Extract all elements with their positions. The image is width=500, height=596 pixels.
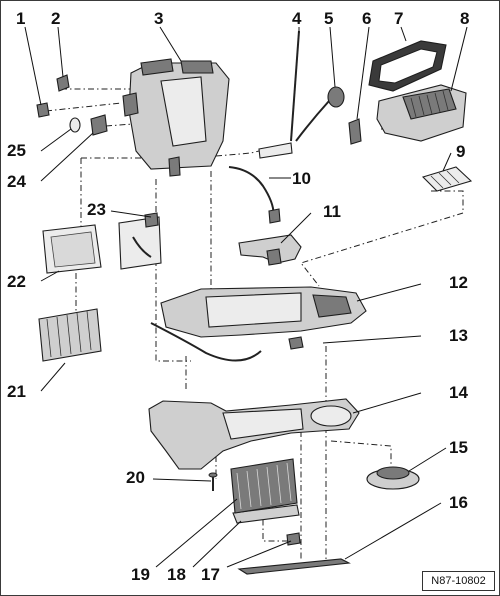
part-8-filter-housing bbox=[376, 84, 467, 142]
callout-5: 5 bbox=[324, 9, 333, 28]
callout-23: 23 bbox=[87, 200, 106, 219]
callout-4: 4 bbox=[292, 9, 302, 28]
part-19-heat-exchanger bbox=[230, 458, 298, 514]
part-22-cover bbox=[42, 224, 102, 274]
part-21-evaporator bbox=[38, 308, 102, 362]
part-6-connector bbox=[348, 118, 362, 145]
part-5-temperature-sensor bbox=[295, 86, 345, 142]
callout-18: 18 bbox=[167, 565, 186, 584]
part-11-bracket bbox=[238, 234, 302, 266]
part-23-module bbox=[118, 212, 162, 270]
callout-11: 11 bbox=[323, 202, 341, 221]
part-12-distribution-housing bbox=[150, 286, 367, 362]
callout-15: 15 bbox=[449, 438, 468, 457]
part-4-sensor-cable bbox=[258, 30, 300, 159]
part-14-lower-housing bbox=[148, 398, 360, 470]
callout-25: 25 bbox=[7, 141, 26, 160]
callout-2: 2 bbox=[51, 9, 60, 28]
callout-6: 6 bbox=[362, 9, 371, 28]
callout-7: 7 bbox=[394, 9, 403, 28]
callout-9: 9 bbox=[456, 142, 465, 161]
figure-reference-label: N87-10802 bbox=[422, 571, 495, 591]
callout-19: 19 bbox=[131, 565, 150, 584]
part-9-dust-filter bbox=[421, 166, 473, 192]
callout-21: 21 bbox=[7, 382, 26, 401]
figure-reference-text: N87-10802 bbox=[431, 575, 486, 587]
part-16-seal-strip bbox=[237, 558, 351, 575]
callout-8: 8 bbox=[460, 9, 469, 28]
leader-lines bbox=[24, 26, 468, 568]
part-1-clip bbox=[36, 102, 50, 118]
callout-22: 22 bbox=[7, 272, 26, 291]
part-18-bracket bbox=[232, 504, 300, 524]
part-7-seal bbox=[368, 40, 447, 92]
callout-16: 16 bbox=[449, 493, 468, 512]
callout-20: 20 bbox=[126, 468, 145, 487]
part-3-upper-housing bbox=[122, 58, 230, 177]
part-2-actuator bbox=[56, 74, 70, 92]
part-24-servo bbox=[90, 114, 108, 136]
callout-17: 17 bbox=[201, 565, 220, 584]
callout-13: 13 bbox=[449, 326, 468, 345]
callout-14: 14 bbox=[449, 383, 468, 402]
part-20-screw bbox=[208, 472, 218, 491]
callout-12: 12 bbox=[449, 273, 468, 292]
part-17-clip bbox=[286, 532, 301, 546]
part-13-clip bbox=[288, 336, 304, 350]
part-25-gear bbox=[69, 117, 81, 133]
part-10-wiring bbox=[228, 166, 281, 224]
part-15-blower-motor bbox=[366, 466, 420, 490]
callout-24: 24 bbox=[7, 172, 26, 191]
callout-labels: 1 2 3 4 5 6 7 8 9 10 11 12 13 14 15 16 1… bbox=[7, 9, 469, 584]
callout-1: 1 bbox=[16, 9, 25, 28]
callout-10: 10 bbox=[292, 169, 311, 188]
callout-3: 3 bbox=[154, 9, 163, 28]
